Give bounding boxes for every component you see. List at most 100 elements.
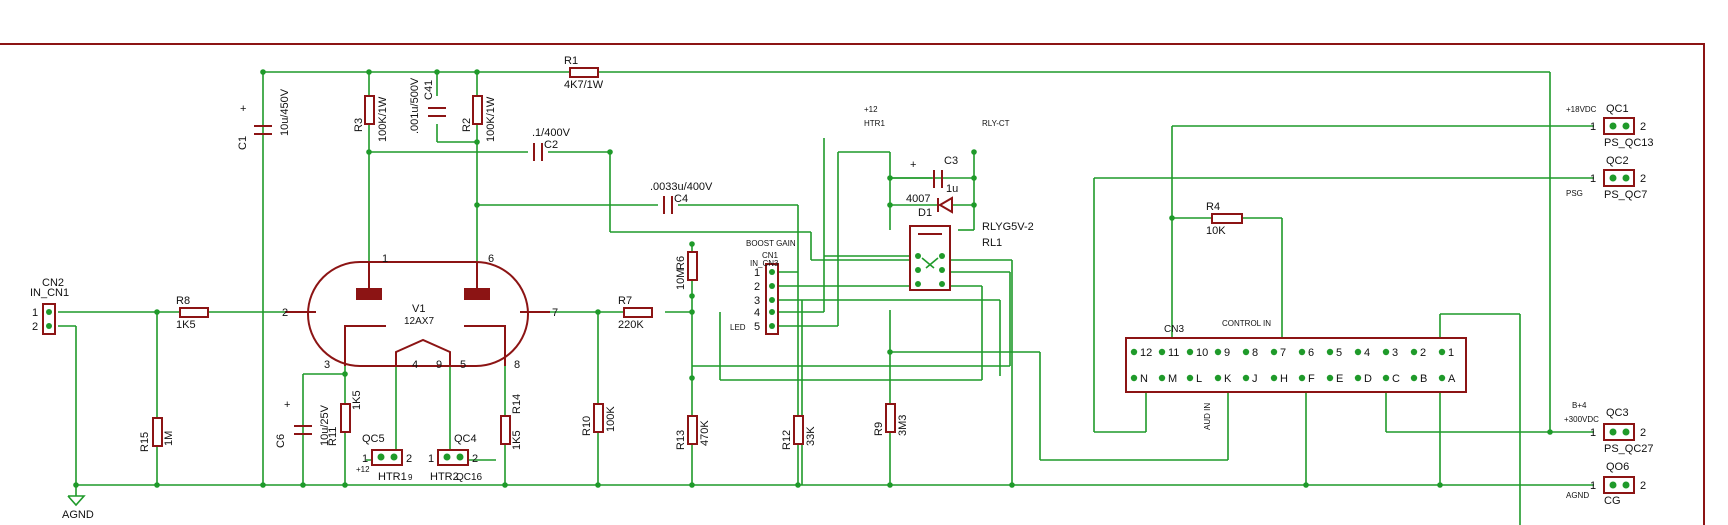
svg-text:R14: R14: [511, 394, 523, 414]
cn3-pin-pad: [1158, 348, 1166, 356]
cn3-pin-pad: [1242, 348, 1250, 356]
svg-text:2: 2: [1640, 480, 1646, 492]
svg-text:C3: C3: [944, 155, 958, 167]
resistor-r15: R15 1M: [139, 417, 175, 452]
svg-text:100K: 100K: [605, 406, 617, 432]
cn3-pin-pad: [1382, 374, 1390, 382]
svg-text:BOOST GAIN: BOOST GAIN: [746, 239, 796, 248]
wires: [58, 71, 1594, 525]
cn3-pin-pad: [1410, 374, 1418, 382]
resistor-r7: R7 220K: [618, 295, 653, 331]
resistor-r11: R11 1K5: [327, 390, 363, 446]
svg-text:PS_QC27: PS_QC27: [1604, 443, 1654, 455]
capacitor-c4: .0033u/400V C4: [650, 181, 713, 214]
svg-text:+: +: [240, 103, 246, 115]
sheet-frame: [0, 43, 1705, 525]
svg-text:AUD IN: AUD IN: [1203, 403, 1212, 430]
resistor-r6: R6 10M: [675, 251, 698, 290]
svg-text:10u/450V: 10u/450V: [279, 88, 291, 136]
svg-text:220K: 220K: [618, 319, 644, 331]
cn3-pin-label: 12: [1140, 347, 1152, 359]
svg-text:3M3: 3M3: [897, 415, 909, 436]
svg-text:1: 1: [1590, 173, 1596, 185]
svg-text:33K: 33K: [805, 426, 817, 446]
cn3-pin-pad: [1438, 348, 1446, 356]
svg-text:PS_QC13: PS_QC13: [1604, 137, 1654, 149]
svg-text:1K5: 1K5: [511, 430, 523, 450]
capacitor-c3: + C3 1u: [890, 155, 958, 195]
svg-text:2: 2: [472, 453, 478, 465]
cn3-pin-label: C: [1392, 373, 1400, 385]
svg-text:LED: LED: [730, 323, 746, 332]
svg-text:R2: R2: [461, 118, 473, 132]
cn3-pin-label: J: [1252, 373, 1258, 385]
svg-text:1K5: 1K5: [351, 390, 363, 410]
svg-text:RLY-CT: RLY-CT: [982, 119, 1010, 128]
svg-text:+300VDC: +300VDC: [1564, 415, 1599, 424]
svg-text:10K: 10K: [1206, 225, 1226, 237]
svg-text:2: 2: [32, 321, 38, 333]
svg-text:4: 4: [754, 307, 760, 319]
svg-text:C6: C6: [275, 434, 287, 448]
cn3-pin-pad: [1326, 374, 1334, 382]
svg-text:HTR1: HTR1: [864, 119, 885, 128]
cn3-pin-label: 6: [1308, 347, 1314, 359]
svg-text:10M: 10M: [675, 269, 687, 290]
svg-text:CN3: CN3: [1164, 324, 1184, 335]
cn3-pin-pad: [1214, 348, 1222, 356]
junctions: [73, 69, 1553, 488]
resistor-r12: R12 33K: [781, 415, 817, 450]
svg-text:QC2: QC2: [1606, 155, 1629, 167]
svg-text:1M: 1M: [163, 431, 175, 446]
cn3-pin-pad: [1438, 374, 1446, 382]
resistor-r1: R1 4K7/1W: [564, 55, 604, 91]
svg-text:R8: R8: [176, 295, 190, 307]
cn3-pin-label: H: [1280, 373, 1288, 385]
cn3-pin-label: F: [1308, 373, 1315, 385]
svg-text:RLYG5V-2: RLYG5V-2: [982, 221, 1034, 233]
cn3-pin-label: A: [1448, 373, 1456, 385]
svg-text:C2: C2: [544, 139, 558, 151]
input-label: IN_CN1: [30, 287, 69, 299]
resistor-r4: R4 10K: [1206, 201, 1243, 237]
cn3-pin-label: K: [1224, 373, 1232, 385]
cn3-pin-pad: [1158, 374, 1166, 382]
svg-text:9: 9: [436, 359, 442, 371]
svg-text:R13: R13: [675, 430, 687, 450]
svg-text:HTR1: HTR1: [378, 471, 407, 483]
cn3-pin-label: 9: [1224, 347, 1230, 359]
power-connector-qc3: B+4 +300VDC QC3 1 2 PS_QC27: [1564, 401, 1654, 455]
cn3-pin-label: D: [1364, 373, 1372, 385]
cn3-pin-pad: [1130, 348, 1138, 356]
svg-text:.001u/500V: .001u/500V: [409, 77, 421, 134]
svg-text:.0033u/400V: .0033u/400V: [650, 181, 713, 193]
capacitor-c1: + C1 10u/450V: [237, 88, 291, 150]
svg-text:+: +: [910, 159, 916, 171]
svg-text:R4: R4: [1206, 201, 1220, 213]
resistor-r3: R3 100K/1W: [353, 95, 389, 142]
cn3-pin-pad: [1354, 374, 1362, 382]
svg-text:R7: R7: [618, 295, 632, 307]
svg-text:2: 2: [406, 453, 412, 465]
capacitor-c6: + C6 10u/25V: [275, 399, 331, 448]
svg-text:QC4: QC4: [454, 433, 477, 445]
svg-text:3: 3: [324, 359, 330, 371]
svg-text:QC3: QC3: [1606, 407, 1629, 419]
svg-text:B+4: B+4: [1572, 401, 1587, 410]
cn3-pin-label: 8: [1252, 347, 1258, 359]
power-connector-qc2: PSG QC2 1 2 PS_QC7: [1566, 155, 1647, 201]
cn3-pin-pad: [1186, 348, 1194, 356]
svg-text:1u: 1u: [946, 183, 958, 195]
svg-text:CONTROL IN: CONTROL IN: [1222, 319, 1271, 328]
svg-text:CG: CG: [1604, 495, 1621, 507]
input-connector: CN2 IN_CN1 1 2: [30, 277, 69, 335]
svg-text:R9: R9: [873, 422, 885, 436]
resistor-r13: R13 470K: [675, 415, 711, 450]
capacitor-c2: .1/400V C2: [532, 127, 571, 161]
svg-text:4: 4: [412, 359, 418, 371]
svg-text:R15: R15: [139, 432, 151, 452]
svg-text:6: 6: [488, 253, 494, 265]
cn3-pin-pad: [1186, 374, 1194, 382]
